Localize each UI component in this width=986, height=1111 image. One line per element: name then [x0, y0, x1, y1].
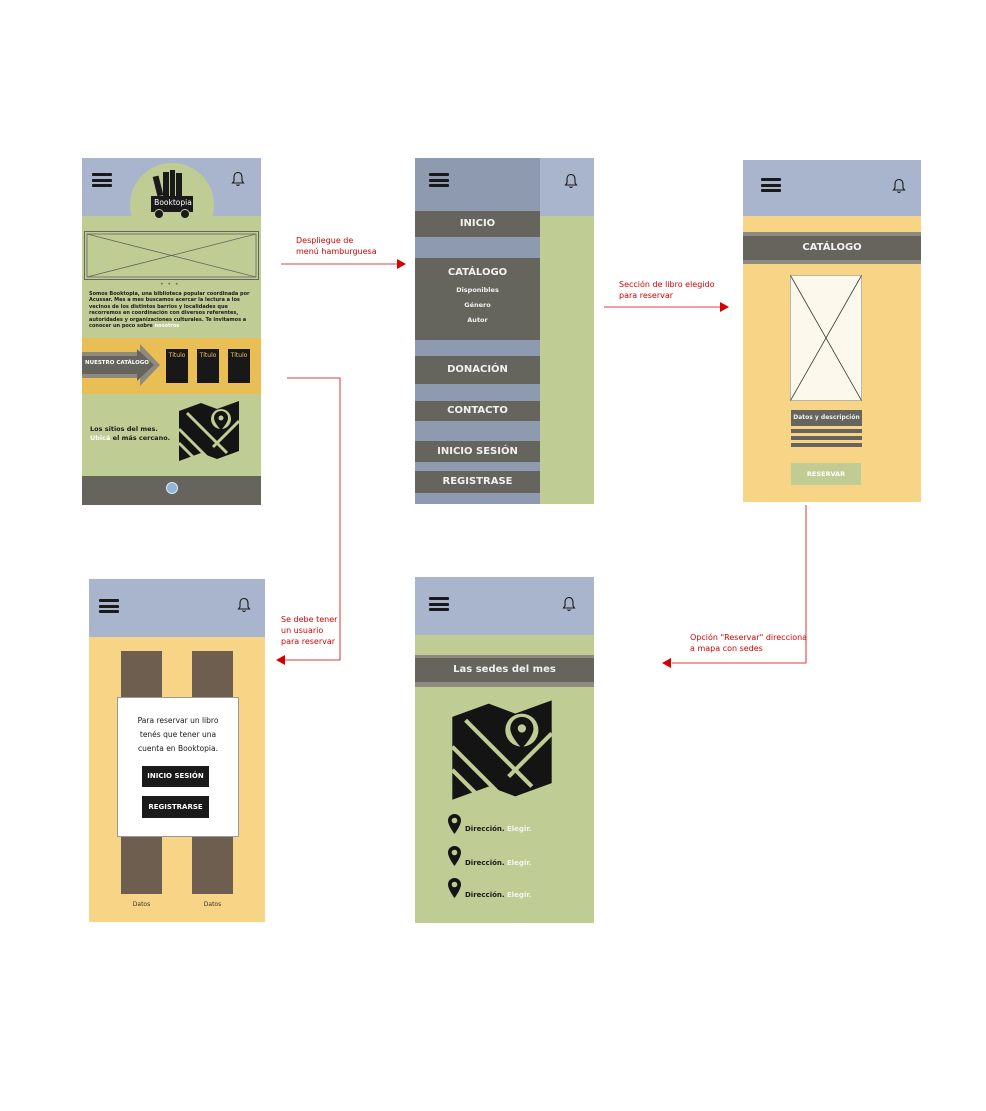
address-label-1: Dirección. — [465, 825, 505, 833]
brand-name: Booktopia — [154, 198, 192, 207]
arrowhead-4 — [276, 655, 285, 665]
arrow-home-to-login — [283, 377, 341, 661]
choose-link-3[interactable]: Elegir. — [507, 891, 532, 899]
book-details-label: Datos y descripción — [791, 410, 862, 426]
note-book-section: Sección de libro elegido para reservar — [619, 280, 715, 300]
location-pin-icon — [448, 878, 461, 898]
address-row-2[interactable]: Dirección. Elegir. — [465, 859, 531, 867]
submenu-autor[interactable]: Autor — [467, 316, 488, 324]
register-button[interactable]: REGISTRARSE — [142, 796, 209, 818]
image-placeholder — [84, 231, 259, 280]
book-cover-1[interactable]: Título — [166, 349, 188, 383]
bell-icon[interactable] — [231, 171, 245, 187]
bell-icon[interactable] — [237, 597, 251, 613]
sites-highlight[interactable]: Ubicá — [90, 434, 111, 442]
screen-book: CATÁLOGO Datos y descripción RESERVAR — [743, 160, 921, 502]
intro-text: Somos Booktopia, una biblioteca popular … — [89, 291, 259, 329]
hamburger-icon[interactable] — [92, 173, 112, 187]
book-cover-2[interactable]: Título — [197, 349, 219, 383]
address-label-2: Dirección. — [465, 859, 505, 867]
books-icon — [151, 170, 193, 219]
arrowhead-2 — [720, 302, 729, 312]
note-need-user: Se debe tener un usuario para reservar — [281, 615, 338, 646]
screen-menu: INICIO CATÁLOGO Disponibles Género Autor… — [415, 158, 594, 504]
screen-map: Las sedes del mes Dirección. Elegir. Dir… — [415, 577, 594, 923]
address-label-3: Dirección. — [465, 891, 505, 899]
sites-text: Los sitios del mes. Ubicá el más cercano… — [90, 425, 180, 443]
intro-lead: Somos Booktopia, una biblioteca popular … — [89, 291, 250, 323]
note-reserve-option: Opción "Reservar" direcciona a mapa con … — [690, 633, 808, 653]
address-row-3[interactable]: Dirección. Elegir. — [465, 891, 531, 899]
note-hamburger: Despliegue de menú hamburguesa — [296, 236, 377, 256]
hamburger-icon[interactable] — [429, 597, 449, 611]
sites-line2: el más cercano. — [112, 434, 171, 442]
login-header — [89, 579, 265, 637]
menu-item-inicio[interactable]: INICIO — [415, 211, 540, 237]
catalog-arrow[interactable] — [82, 344, 162, 386]
hamburger-icon[interactable] — [99, 599, 119, 613]
sites-line1: Los sitios del mes. — [90, 425, 158, 433]
reserve-button[interactable]: RESERVAR — [791, 463, 861, 485]
menu-item-registrase[interactable]: REGISTRASE — [415, 471, 540, 493]
data-label-1: Datos — [132, 901, 151, 908]
bell-icon[interactable] — [892, 178, 906, 194]
book-header — [743, 160, 921, 216]
screen-home: Booktopia • • • Somos Booktopia, una bib… — [82, 158, 261, 505]
choose-link-2[interactable]: Elegir. — [507, 859, 532, 867]
map-icon[interactable] — [446, 697, 558, 803]
menu-item-donacion[interactable]: DONACIÓN — [415, 356, 540, 384]
modal-text: Para reservar un libro tenés que tener u… — [137, 716, 219, 753]
screen-login: Datos Datos Para reservar un libro tenés… — [89, 579, 265, 922]
location-pin-icon — [448, 814, 461, 834]
intro-link[interactable]: nosotros — [154, 323, 180, 330]
carousel-dots[interactable]: • • • — [160, 281, 180, 288]
login-button[interactable]: INICIO SESIÓN — [142, 766, 209, 787]
book-section-title: CATÁLOGO — [743, 236, 921, 260]
submenu-genero[interactable]: Género — [464, 301, 491, 309]
hamburger-icon[interactable] — [761, 178, 781, 192]
menu-item-inicio-sesion[interactable]: INICIO SESIÓN — [415, 441, 540, 462]
menu-item-catalogo[interactable]: CATÁLOGO Disponibles Género Autor — [415, 258, 540, 340]
bell-icon[interactable] — [564, 173, 578, 189]
map-header — [415, 577, 594, 635]
arrow-book-to-map — [672, 505, 807, 664]
scroll-icon[interactable] — [166, 482, 178, 494]
intro-tail: Te invitamos a conocer un poco sobre — [89, 316, 247, 330]
catalog-label[interactable]: NUESTRO CATÁLOGO — [85, 360, 149, 366]
submenu-disponibles[interactable]: Disponibles — [456, 286, 499, 294]
bell-icon[interactable] — [562, 596, 576, 612]
description-line-1 — [791, 429, 862, 433]
book-cover-3[interactable]: Título — [228, 349, 250, 383]
menu-item-contacto[interactable]: CONTACTO — [415, 401, 540, 421]
arrowhead-1 — [397, 259, 406, 269]
address-row-1[interactable]: Dirección. Elegir. — [465, 825, 531, 833]
data-label-2: Datos — [203, 901, 222, 908]
choose-link-1[interactable]: Elegir. — [507, 825, 532, 833]
book-cover-placeholder — [790, 275, 862, 401]
description-line-2 — [791, 436, 862, 440]
arrowhead-3 — [662, 658, 671, 668]
location-pin-icon — [448, 846, 461, 866]
description-line-3 — [791, 443, 862, 447]
menu-item-catalogo-label: CATÁLOGO — [447, 267, 508, 278]
map-section-title: Las sedes del mes — [415, 658, 594, 682]
map-icon[interactable] — [177, 399, 241, 463]
hamburger-icon[interactable] — [429, 173, 449, 187]
